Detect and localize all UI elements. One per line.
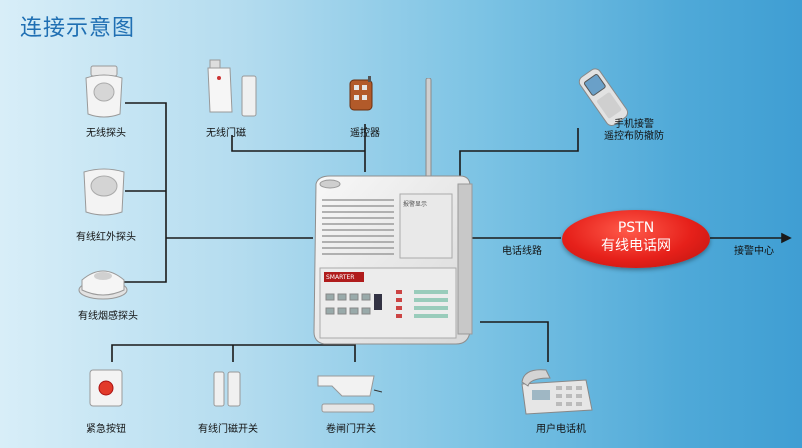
emergency-button-icon [86, 366, 126, 410]
smoke-detector-icon [76, 260, 130, 304]
smoke-detector-label: 有线烟感探头 [78, 307, 138, 322]
remote-label: 遥控器 [350, 124, 380, 139]
user-telephone-icon [516, 364, 596, 416]
device-brand: SMARTER [326, 274, 354, 281]
alarm-host-device [310, 172, 476, 350]
wired-ir-detector-icon [80, 164, 128, 220]
wired-ir-label: 有线红外探头 [76, 228, 136, 243]
wired-door-switch-label: 有线门磁开关 [198, 420, 258, 435]
wireless-detector-label: 无线探头 [86, 124, 126, 139]
pstn-network-node: PSTN 有线电话网 [562, 210, 710, 268]
wireless-detector-icon [82, 64, 126, 120]
phone-line-label: 电话线路 [502, 242, 542, 257]
antenna-icon [418, 78, 438, 186]
shutter-switch-label: 卷闸门开关 [326, 420, 376, 435]
user-telephone-label: 用户电话机 [536, 420, 586, 435]
remote-control-icon [346, 76, 382, 116]
pstn-subtitle: 有线电话网 [562, 237, 710, 255]
alarm-center-label: 接警中心 [734, 242, 774, 257]
shutter-switch-icon [312, 370, 382, 416]
pstn-title: PSTN [562, 219, 710, 237]
wired-door-switch-icon [208, 368, 248, 410]
phone-alarm-label-2: 遥控布防撤防 [604, 127, 664, 142]
emergency-button-label: 紧急按钮 [86, 420, 126, 435]
display-label: 报警显示 [403, 199, 427, 208]
wireless-door-label: 无线门磁 [206, 124, 246, 139]
wireless-door-sensor-icon [204, 56, 264, 120]
